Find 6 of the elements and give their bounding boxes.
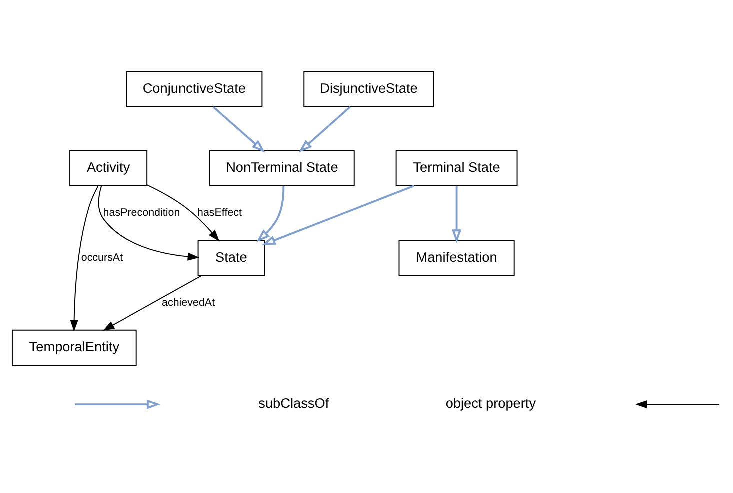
legend-label: subClassOf xyxy=(258,396,330,411)
edge-label: occursAt xyxy=(81,251,124,264)
edge-label: hasPrecondition xyxy=(103,206,180,219)
legend-label: object property xyxy=(446,396,536,411)
edge-label: achievedAt xyxy=(162,296,216,308)
edge-label: hasEffect xyxy=(198,206,242,219)
